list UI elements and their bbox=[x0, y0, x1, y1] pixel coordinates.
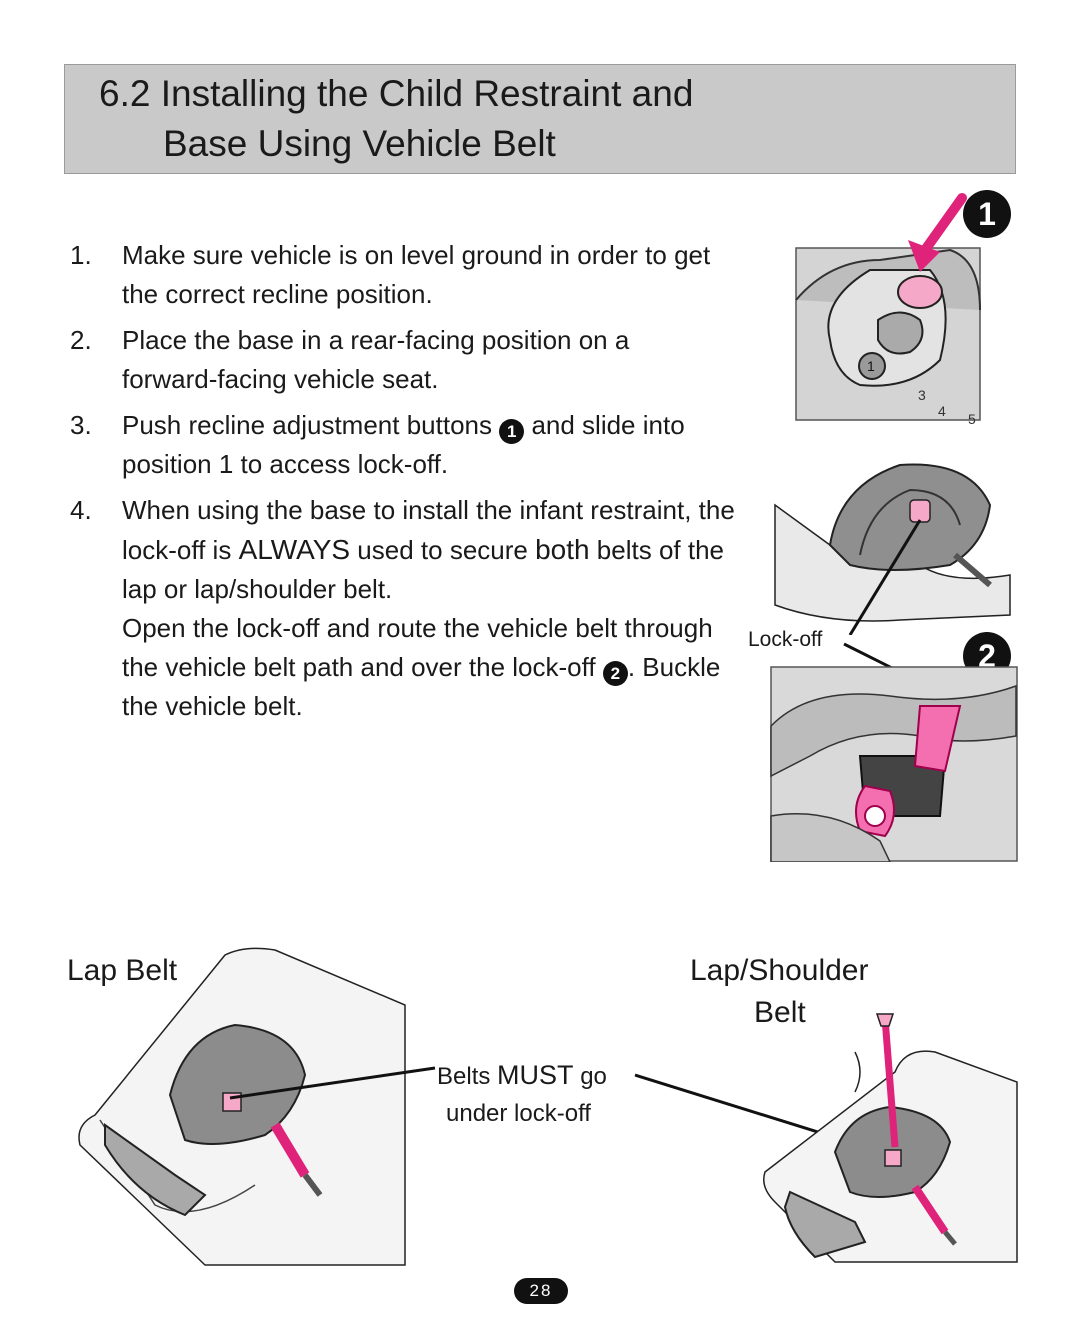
recline-digit: 3 bbox=[918, 387, 926, 403]
step-number: 1. bbox=[70, 240, 92, 270]
section-title-line2: Base Using Vehicle Belt bbox=[163, 123, 556, 164]
under-lockoff-label: under lock-off bbox=[446, 1100, 591, 1127]
step-4: 4. When using the base to install the in… bbox=[70, 491, 742, 726]
step-3: 3. Push recline adjustment buttons 1 and… bbox=[70, 406, 732, 484]
section-title-line1: 6.2 Installing the Child Restraint and bbox=[99, 73, 694, 114]
lockoff-closeup-illustration bbox=[770, 666, 1018, 862]
lap-belt-label: Lap Belt bbox=[67, 954, 178, 987]
step-2: 2. Place the base in a rear-facing posit… bbox=[70, 321, 642, 399]
marker-1-icon: 1 bbox=[499, 419, 525, 444]
marker-2-icon: 2 bbox=[602, 661, 628, 686]
lockoff-label: Lock-off bbox=[748, 628, 823, 651]
recline-digit: 4 bbox=[938, 403, 946, 419]
belts-pointer-line-left bbox=[229, 1066, 436, 1100]
step-number: 2. bbox=[70, 325, 92, 355]
recline-digit: 5 bbox=[968, 411, 976, 427]
step-1: 1. Make sure vehicle is on level ground … bbox=[70, 236, 750, 314]
step-text: Make sure vehicle is on level ground in … bbox=[122, 240, 711, 309]
step-number: 3. bbox=[70, 410, 92, 440]
callout-1-icon: 1 bbox=[963, 190, 1011, 238]
lap-shoulder-label: Lap/Shoulder bbox=[690, 954, 869, 987]
belts-must-go-label: Belts MUST go bbox=[437, 1060, 607, 1090]
section-header: 6.2 Installing the Child Restraint and B… bbox=[64, 64, 1016, 174]
step-text: Place the base in a rear-facing position… bbox=[122, 325, 630, 394]
step-text-continued: Open the lock-off and route the vehicle … bbox=[122, 613, 721, 721]
lap-belt-illustration bbox=[78, 947, 406, 1266]
base-lockoff-illustration bbox=[774, 463, 1011, 635]
step-text: When using the base to install the infan… bbox=[122, 495, 735, 604]
step-text: Push recline adjustment buttons 1 and sl… bbox=[122, 410, 685, 479]
step-number: 4. bbox=[70, 495, 92, 525]
recline-digit: 1 bbox=[867, 358, 875, 374]
lap-shoulder-belt-illustration bbox=[763, 1013, 1018, 1263]
instruction-steps: 1. Make sure vehicle is on level ground … bbox=[70, 236, 750, 733]
page-number: 28 bbox=[514, 1278, 568, 1304]
recline-button-illustration: 1 3 4 5 bbox=[795, 193, 981, 427]
lap-shoulder-label-belt: Belt bbox=[754, 996, 806, 1029]
